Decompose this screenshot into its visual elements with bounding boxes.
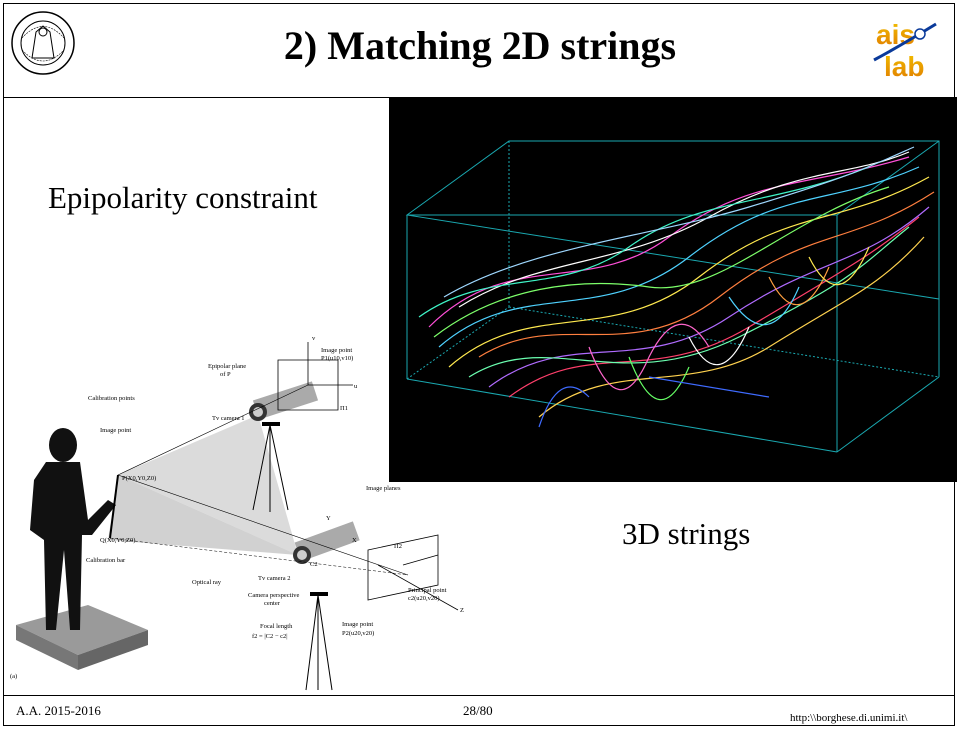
label-axis-x: X [352, 537, 357, 544]
footer-academic-year: A.A. 2015-2016 [16, 703, 101, 718]
epipolarity-heading: Epipolarity constraint [48, 180, 318, 215]
tv-camera-2 [293, 521, 360, 691]
footer-divider [3, 695, 955, 696]
bounding-box [405, 140, 940, 453]
label-c2: c2(u20,v20) [408, 595, 440, 602]
label-image-planes: Image planes [366, 485, 401, 492]
svg-text:lab: lab [884, 51, 924, 80]
university-seal-icon [11, 11, 75, 75]
label-focal-length: Focal length [260, 623, 293, 630]
trajectory-curves [418, 146, 935, 428]
label-optical-ray: Optical ray [192, 579, 222, 586]
label-axis-v: v [312, 335, 316, 342]
label-pi1: Π1 [340, 405, 348, 412]
epipolar-diagram: Image point P1(u10,v10) Epipolar plane o… [10, 335, 464, 691]
label-principal-point: Principal point [408, 587, 447, 594]
epipolar-plane [118, 415, 298, 555]
label-axis-u: u [354, 383, 358, 390]
3d-strings-caption: 3D strings [622, 516, 751, 551]
label-tv-camera-1: Tv camera 1 [212, 415, 244, 422]
label-image-point-2: Image point [342, 621, 373, 628]
label-p2: P2(u20,v20) [342, 630, 374, 637]
person-silhouette [30, 428, 116, 630]
label-q-point: Q(X0,Y0,Z0) [100, 537, 135, 544]
3d-strings-figure [389, 97, 957, 482]
label-calibration-bar: Calibration bar [86, 557, 126, 564]
tv-camera-1 [249, 381, 319, 512]
label-axis-y: Y [326, 515, 331, 522]
label-f2: f2 = |C2 − c2| [252, 633, 288, 640]
page-title: 2) Matching 2D strings [283, 23, 677, 68]
label-pi2: Π2 [394, 543, 402, 550]
label-of-p: of P [220, 371, 231, 378]
label-image-point-1: Image point [321, 347, 352, 354]
label-a: (a) [10, 673, 17, 680]
label-p1: P1(u10,v10) [321, 355, 353, 362]
label-camera-center: Camera perspective [248, 592, 300, 599]
svg-text:ais: ais [876, 19, 915, 50]
label-calibration: Image point [100, 427, 131, 434]
label-center: center [264, 600, 281, 607]
aislab-logo-icon: ais lab [870, 16, 940, 80]
label-axis-z: Z [460, 607, 464, 614]
label-calibration-points: Calibration points [88, 395, 135, 402]
label-tv-camera-2: Tv camera 2 [258, 575, 290, 582]
footer-url[interactable]: http:\\borghese.di.unimi.it\ [790, 712, 908, 724]
label-epipolar-plane: Epipolar plane [208, 363, 246, 370]
footer-page-number: 28/80 [463, 703, 493, 718]
label-p-point: P(X0,Y0,Z0) [122, 475, 156, 482]
label-c2-center: C2 [310, 561, 318, 568]
